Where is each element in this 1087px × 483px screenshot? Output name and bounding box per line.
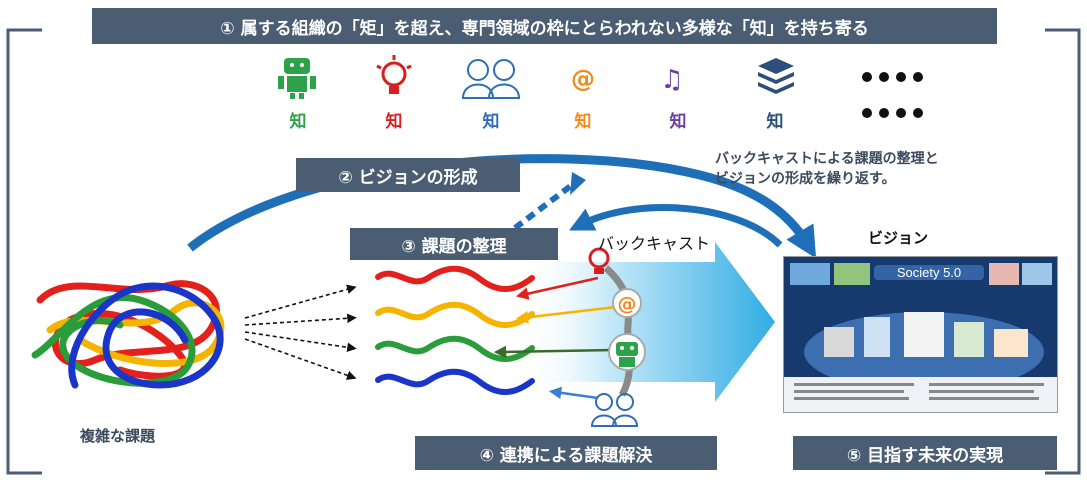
note-line2: ビジョンの形成を繰り返す。 (715, 171, 896, 187)
chain-at-icon: @ (612, 288, 642, 318)
knowledge-chain (603, 265, 634, 397)
left-bracket (6, 28, 42, 475)
note-line1: バックキャストによる課題の整理と (715, 151, 939, 167)
knowledge-label-lightbulb: 知 (385, 112, 403, 132)
people-icon (461, 59, 521, 99)
poster-title: Society 5.0 (874, 265, 984, 280)
ellipsis-dots-icon (862, 72, 923, 118)
dotted-arrow (513, 182, 574, 231)
society5-poster-image: Society 5.0 (783, 256, 1058, 413)
dashed-arrows (244, 284, 357, 380)
knowledge-label-music: 知 (669, 112, 687, 132)
tangle-scribble (31, 280, 225, 389)
chain-robot-icon (608, 333, 646, 371)
sorted-waves (375, 265, 535, 395)
step1-banner: ① 属する組織の「矩」を超え、専門領域の枠にとらわれない多様な「知」を持ち寄る (92, 8, 997, 44)
step4-banner: ④ 連携による課題解決 (415, 436, 717, 470)
backcast-note: バックキャストによる課題の整理と ビジョンの形成を繰り返す。 (715, 149, 1045, 189)
lightbulb-icon (376, 55, 412, 94)
at-sign-icon: @ (571, 65, 595, 93)
progress-arrow (520, 242, 775, 402)
chain-lightbulb-icon (588, 247, 610, 274)
poster-illustration (784, 257, 1057, 412)
right-bracket (1045, 28, 1081, 475)
step2-banner: ② ビジョンの形成 (296, 158, 520, 192)
knowledge-label-database: 知 (766, 112, 784, 132)
complex-issue-label: 複雑な課題 (80, 427, 156, 445)
step3-banner: ③ 課題の整理 (350, 228, 558, 260)
svg-text:@: @ (618, 293, 637, 315)
vision-arc-arrow (187, 154, 817, 259)
knowledge-label-at: 知 (574, 112, 592, 132)
step5-banner: ⑤ 目指す未来の実現 (793, 436, 1057, 470)
database-icon (758, 58, 794, 94)
backcast-arc-arrow (569, 204, 783, 248)
knowledge-label-robot: 知 (289, 112, 307, 132)
knowledge-label-people: 知 (482, 112, 500, 132)
chain-people-icon (590, 393, 639, 427)
robot-icon (278, 58, 316, 99)
music-note-icon: ♫ (660, 65, 683, 95)
backcast-label: バックキャスト (598, 234, 711, 253)
vision-label: ビジョン (868, 229, 929, 247)
